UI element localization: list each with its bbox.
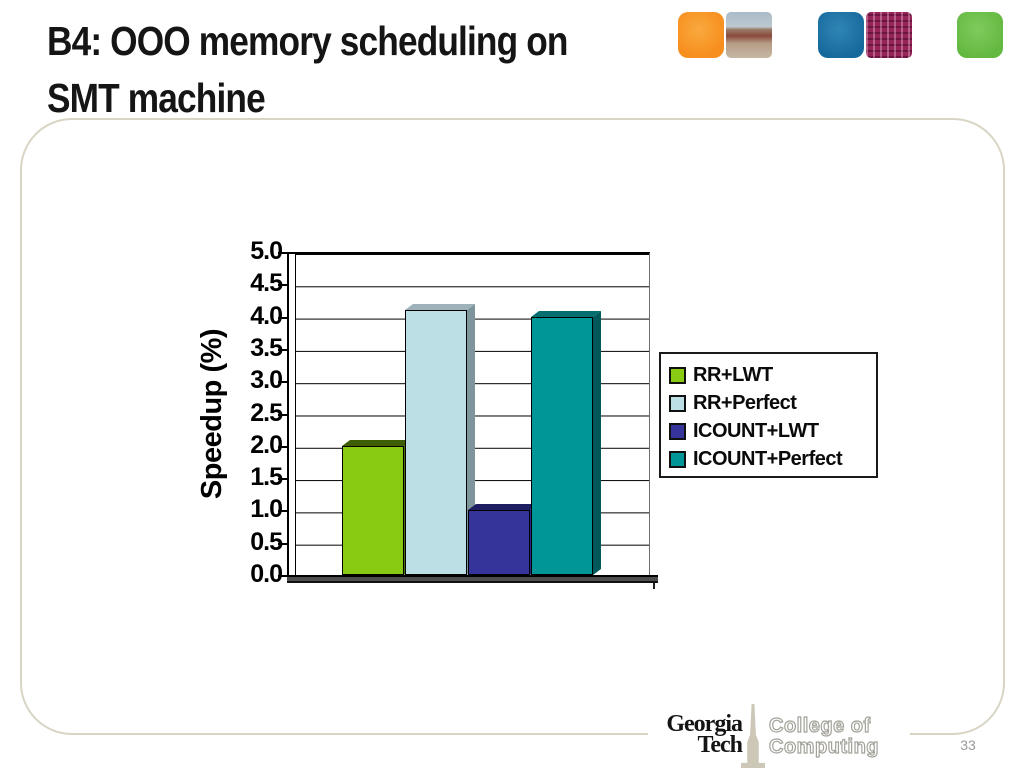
georgia-tech-wordmark: Georgia Tech <box>654 711 743 758</box>
bar-front-face <box>405 310 467 575</box>
legend-item: RR+LWT <box>669 361 876 389</box>
bar-front-face <box>342 446 404 575</box>
bar-RR+LWT <box>342 440 412 575</box>
legend-item: RR+Perfect <box>669 389 876 417</box>
bar-RR+Perfect <box>405 304 475 575</box>
legend-item: ICOUNT+Perfect <box>669 445 876 473</box>
circuit-photo-icon <box>866 12 912 58</box>
campus-photo-icon <box>726 12 772 58</box>
slide-title: B4: OOO memory scheduling on SMT machine <box>47 13 701 127</box>
slide-title-line2: SMT machine <box>47 75 266 121</box>
y-tick-label: 3.5 <box>250 333 283 362</box>
content-border <box>20 118 1005 735</box>
bar-ICOUNT+Perfect <box>531 311 601 575</box>
bar-top-face <box>342 440 412 446</box>
orange-square-icon <box>678 12 724 58</box>
tech-tower-icon <box>741 704 765 768</box>
bar-top-face <box>468 504 538 510</box>
y-tick-mark <box>278 478 287 480</box>
y-tick-mark <box>278 252 287 254</box>
plot-floor <box>287 575 658 583</box>
legend-swatch <box>669 394 686 412</box>
green-square-icon <box>957 12 1003 58</box>
slide-title-line1: B4: OOO memory scheduling on <box>47 18 568 64</box>
y-tick-mark <box>278 510 287 512</box>
page-number: 33 <box>960 737 976 753</box>
y-tick-mark <box>278 381 287 383</box>
y-tick-mark <box>278 284 287 286</box>
y-tick-label: 0.0 <box>250 560 283 588</box>
legend-label: ICOUNT+LWT <box>693 419 819 442</box>
georgia-tech-logo: Georgia Tech College of Computing <box>648 702 910 768</box>
y-tick-label: 3.0 <box>250 366 283 395</box>
legend-swatch <box>669 366 686 384</box>
y-tick-mark <box>278 414 287 416</box>
y-tick-label: 4.5 <box>250 269 283 298</box>
bar-front-face <box>531 317 593 575</box>
y-tick-label: 2.0 <box>250 430 283 459</box>
bar-side-face <box>593 311 601 575</box>
college-of-computing-text: College of Computing <box>768 715 880 758</box>
legend-swatch <box>669 422 686 440</box>
bar-ICOUNT+LWT <box>468 504 538 575</box>
legend-label: ICOUNT+Perfect <box>693 447 843 470</box>
legend-item: ICOUNT+LWT <box>669 417 876 445</box>
college-line2: Computing <box>768 736 880 758</box>
y-tick-mark <box>278 446 287 448</box>
y-tick-label: 1.0 <box>250 495 283 524</box>
y-tick-label: 4.0 <box>250 301 283 330</box>
y-tick-label: 5.0 <box>250 237 283 265</box>
y-tick-label: 0.5 <box>250 527 283 556</box>
bar-front-face <box>468 510 530 575</box>
y-tick-mark <box>278 543 287 545</box>
plot-left-wall <box>287 252 296 575</box>
y-tick-label: 1.5 <box>250 463 283 492</box>
bar-side-face <box>467 304 475 575</box>
x-axis-tick-mark <box>653 583 655 589</box>
wordmark-line1: Georgia <box>666 711 743 737</box>
plot-area <box>278 252 658 589</box>
wordmark-line2: Tech <box>697 732 743 758</box>
legend-label: RR+LWT <box>693 363 773 386</box>
blue-square-icon <box>818 12 864 58</box>
y-tick-label: 2.5 <box>250 398 283 427</box>
y-tick-mark <box>278 317 287 319</box>
college-line1: College of <box>768 715 871 737</box>
bar-top-face <box>405 304 475 310</box>
y-tick-mark <box>278 575 287 577</box>
bar-top-face <box>531 311 601 317</box>
y-tick-mark <box>278 349 287 351</box>
legend-label: RR+Perfect <box>693 391 797 414</box>
legend-swatch <box>669 450 686 468</box>
